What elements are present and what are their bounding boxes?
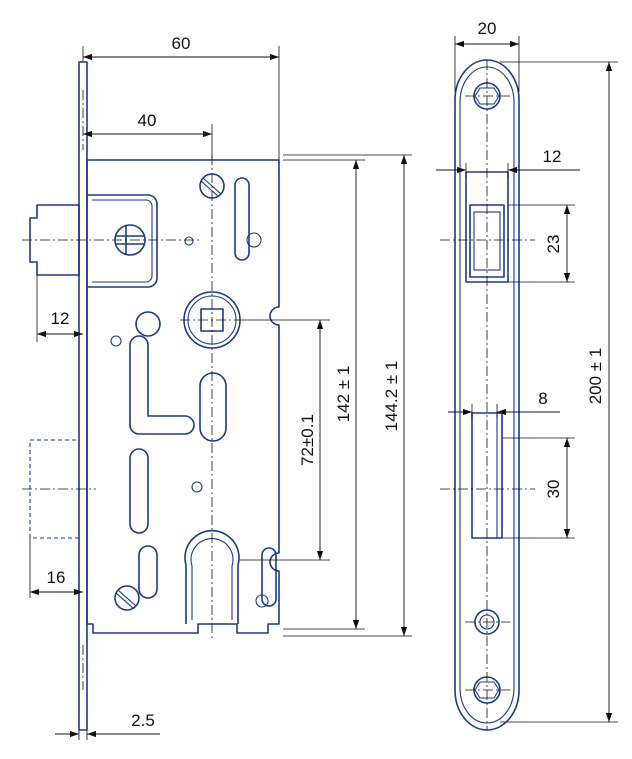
guide-slot-lower	[129, 448, 149, 534]
deadbolt	[29, 204, 80, 276]
faceplate-front-view	[454, 59, 520, 731]
dimension-body-height: 142 ± 1	[334, 366, 353, 423]
dimension-center-distance: 72±0.1	[298, 414, 317, 466]
lock-body-front-view	[29, 61, 280, 731]
l-shaped-slot	[129, 335, 195, 435]
faceplate-dimensions: 20 12 23 8 30 200 ± 1	[436, 19, 618, 723]
guide-slot-top	[234, 177, 250, 261]
dimension-latch-throw: 16	[47, 568, 66, 587]
lock-case-outline	[86, 159, 280, 634]
faceplate-centerlines	[440, 60, 535, 730]
deadbolt-carrier	[87, 194, 158, 288]
front-centerlines	[22, 90, 240, 690]
dimension-backset: 40	[138, 111, 157, 130]
front-dimensions: 60 40 12 16 2.5 72±0.1 142 ± 1 144.	[29, 34, 412, 740]
dimension-bolt-throw: 12	[51, 309, 70, 328]
dimension-bolt-slot-height: 23	[544, 235, 563, 254]
dimension-faceplate-width: 20	[478, 19, 497, 38]
faceplate-outline	[454, 59, 520, 731]
dimension-latch-slot-height: 30	[544, 480, 563, 499]
cylinder-profile-hole	[184, 530, 240, 624]
guide-slot-middle	[199, 372, 227, 442]
dimension-total-width: 60	[172, 34, 191, 53]
dimension-body-plate-height: 144.2 ± 1	[382, 361, 401, 432]
dimension-latch-slot-width: 8	[538, 389, 547, 408]
faceplate-side	[78, 61, 88, 731]
dimension-bolt-slot-width: 12	[543, 147, 562, 166]
dimension-faceplate-length: 200 ± 1	[586, 348, 605, 405]
dimension-faceplate-thickness: 2.5	[131, 711, 155, 730]
